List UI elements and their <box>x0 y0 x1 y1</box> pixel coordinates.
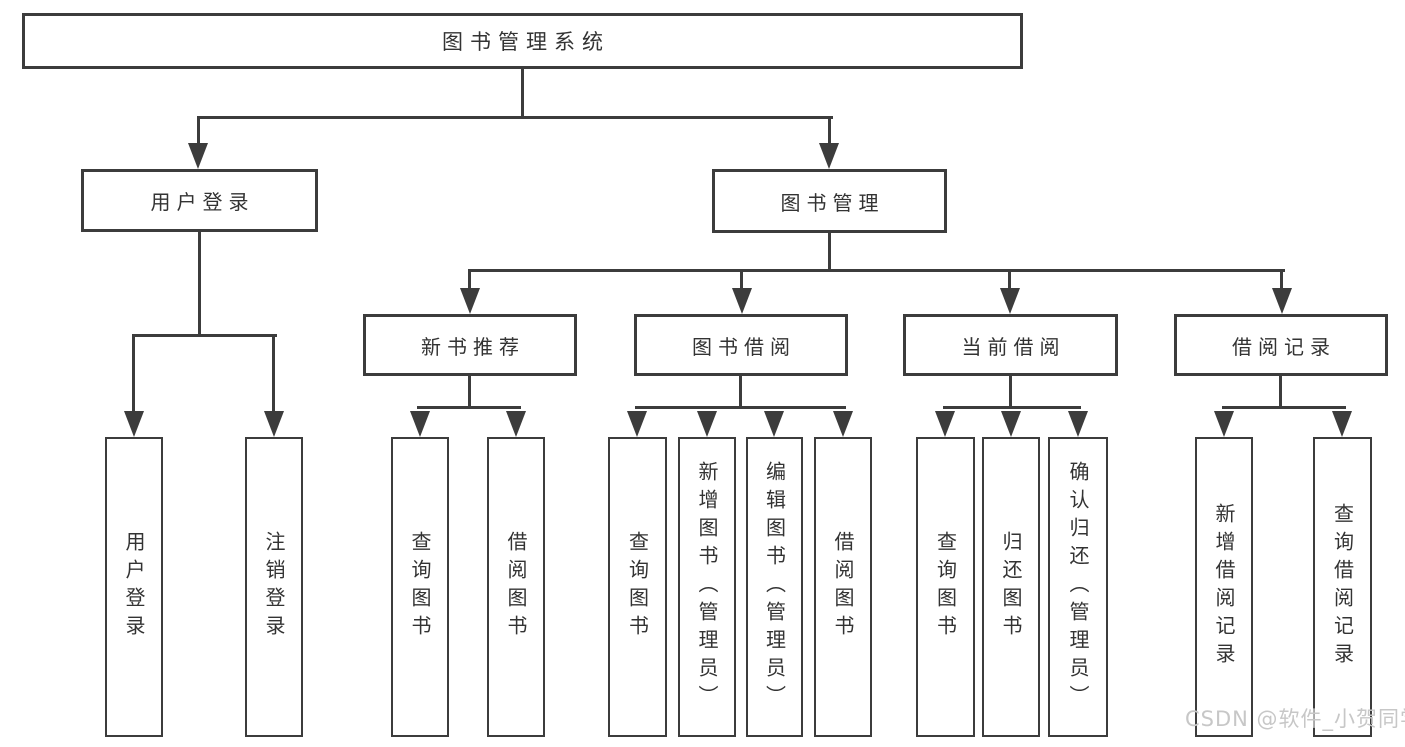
node-book-management: 图书管理 <box>712 169 947 233</box>
connector-line <box>635 406 846 409</box>
node-label: 新书推荐 <box>421 334 525 359</box>
leaf-query-books-current: 查询图书 <box>916 437 975 737</box>
node-label: 查询图书 <box>933 531 958 643</box>
connector-line <box>1222 406 1346 409</box>
node-label: 图书借阅 <box>692 334 796 359</box>
node-label: 查询借阅记录 <box>1330 503 1355 671</box>
leaf-query-books-recommend: 查询图书 <box>391 437 449 737</box>
connector-line <box>1279 376 1282 409</box>
csdn-watermark: CSDN @软件_小贺同学 <box>1185 707 1405 731</box>
connector-line <box>132 334 135 414</box>
connector-line <box>740 269 743 291</box>
connector-line <box>943 406 1081 409</box>
leaf-logout-login: 注销登录 <box>245 437 303 737</box>
connector-line <box>739 376 742 409</box>
node-label: 新增图书（管理员） <box>695 461 719 713</box>
node-label: 查询图书 <box>408 531 432 643</box>
leaf-borrow-books-recommend: 借阅图书 <box>487 437 545 737</box>
node-label: 注销登录 <box>262 531 286 643</box>
connector-line <box>1008 269 1011 291</box>
node-current-borrowing: 当前借阅 <box>903 314 1118 376</box>
connector-line <box>1280 269 1283 291</box>
leaf-add-borrow-record: 新增借阅记录 <box>1195 437 1253 737</box>
connector-line <box>197 116 200 146</box>
leaf-query-books-borrowing: 查询图书 <box>608 437 667 737</box>
arrow-down-icon <box>819 143 839 169</box>
node-label: 查询图书 <box>625 531 650 643</box>
node-label: 确认归还（管理员） <box>1066 461 1090 713</box>
arrow-down-icon <box>732 288 752 314</box>
connector-line <box>468 269 471 291</box>
arrow-down-icon <box>410 411 430 437</box>
node-library-management-system: 图书管理系统 <box>22 13 1023 69</box>
connector-line <box>828 233 831 272</box>
node-label: 借阅图书 <box>504 531 528 643</box>
arrow-down-icon <box>1001 411 1021 437</box>
node-new-book-recommendation: 新书推荐 <box>363 314 577 376</box>
node-label: 图书管理系统 <box>442 30 610 54</box>
connector-line <box>521 69 524 119</box>
connector-line <box>198 232 201 337</box>
leaf-add-book-admin: 新增图书（管理员） <box>678 437 736 737</box>
node-label: 借阅图书 <box>831 531 855 643</box>
arrow-down-icon <box>1272 288 1292 314</box>
leaf-confirm-return-admin: 确认归还（管理员） <box>1048 437 1108 737</box>
node-label: 当前借阅 <box>961 334 1066 359</box>
leaf-query-borrow-record: 查询借阅记录 <box>1313 437 1372 737</box>
arrow-down-icon <box>188 143 208 169</box>
node-label: 借阅记录 <box>1232 334 1336 359</box>
arrow-down-icon <box>697 411 717 437</box>
arrow-down-icon <box>460 288 480 314</box>
arrow-down-icon <box>506 411 526 437</box>
node-label: 编辑图书（管理员） <box>762 461 787 713</box>
arrow-down-icon <box>627 411 647 437</box>
arrow-down-icon <box>1000 288 1020 314</box>
connector-line <box>828 116 831 146</box>
node-label: 新增借阅记录 <box>1212 503 1236 671</box>
leaf-edit-book-admin: 编辑图书（管理员） <box>746 437 803 737</box>
node-book-borrowing: 图书借阅 <box>634 314 848 376</box>
connector-line <box>468 376 471 409</box>
arrow-down-icon <box>1332 411 1352 437</box>
connector-line <box>417 406 521 409</box>
node-label: 归还图书 <box>999 531 1023 643</box>
arrow-down-icon <box>764 411 784 437</box>
arrow-down-icon <box>1068 411 1088 437</box>
arrow-down-icon <box>264 411 284 437</box>
arrow-down-icon <box>124 411 144 437</box>
node-label: 用户登录 <box>150 190 255 214</box>
arrow-down-icon <box>935 411 955 437</box>
node-label: 用户登录 <box>122 531 146 643</box>
arrow-down-icon <box>1214 411 1234 437</box>
connector-line <box>272 334 275 414</box>
node-user-login: 用户登录 <box>81 169 318 232</box>
leaf-return-book: 归还图书 <box>982 437 1040 737</box>
connector-line <box>132 334 277 337</box>
leaf-user-login: 用户登录 <box>105 437 163 737</box>
connector-line <box>468 269 1285 272</box>
connector-line <box>1009 376 1012 409</box>
node-borrowing-records: 借阅记录 <box>1174 314 1388 376</box>
arrow-down-icon <box>833 411 853 437</box>
connector-line <box>197 116 833 119</box>
leaf-borrow-books-borrowing: 借阅图书 <box>814 437 872 737</box>
node-label: 图书管理 <box>780 190 885 215</box>
